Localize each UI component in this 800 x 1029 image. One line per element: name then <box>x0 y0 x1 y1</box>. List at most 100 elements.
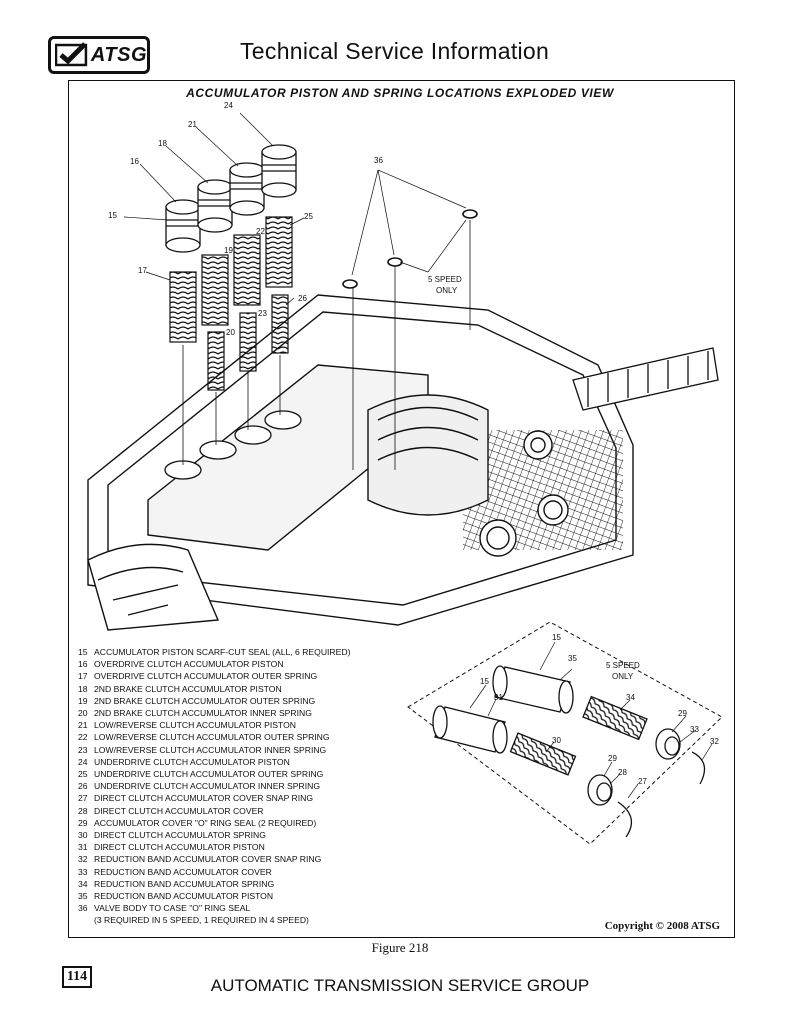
legend-item-number: 29 <box>78 817 88 828</box>
legend-item: 18 2ND BRAKE CLUTCH ACCUMULATOR PISTON <box>78 683 350 695</box>
spring-26 <box>271 294 289 354</box>
spring-23 <box>239 312 257 372</box>
piston-31 <box>432 705 508 754</box>
page-title: Technical Service Information <box>240 38 550 64</box>
legend-item-text: ACCUMULATOR COVER "O" RING SEAL (2 REQUI… <box>94 817 317 828</box>
accumulator-springs <box>169 216 293 391</box>
callout-21: 21 <box>188 120 197 129</box>
piston-21 <box>229 162 265 216</box>
callout-23: 23 <box>258 309 267 318</box>
leader-lines <box>123 112 467 306</box>
exploded-view-drawing: 24 21 18 16 15 25 22 19 17 26 23 20 36 5… <box>87 101 719 631</box>
output-shaft <box>572 347 719 411</box>
legend-item: 15 ACCUMULATOR PISTON SCARF-CUT SEAL (ALL… <box>78 646 350 658</box>
legend-item-text: (3 REQUIRED IN 5 SPEED, 1 REQUIRED IN 4 … <box>94 915 309 926</box>
legend-item: (3 REQUIRED IN 5 SPEED, 1 REQUIRED IN 4 … <box>78 914 350 926</box>
legend-item-number: 26 <box>78 781 88 792</box>
snap-ring-32 <box>691 751 706 785</box>
legend-item-text: LOW/REVERSE CLUTCH ACCUMULATOR PISTON <box>94 720 296 731</box>
piston-18 <box>197 179 233 233</box>
copyright-notice: Copyright © 2008 ATSG <box>604 920 720 932</box>
transmission-case <box>87 294 634 631</box>
legend-item-text: UNDERDRIVE CLUTCH ACCUMULATOR PISTON <box>94 756 290 767</box>
legend-item-number: 30 <box>78 830 88 841</box>
legend-item-number: 17 <box>78 671 88 682</box>
logo-text: ATSG <box>90 43 147 66</box>
legend-item-text: VALVE BODY TO CASE "O" RING SEAL <box>94 903 251 914</box>
legend-item-text: ACCUMULATOR PISTON SCARF-CUT SEAL (ALL, … <box>94 647 351 657</box>
direct-reduction-accumulator-inset: 15 35 15 31 5 SPEED ONLY 34 29 33 32 30 … <box>407 621 723 845</box>
legend-item: 22 LOW/REVERSE CLUTCH ACCUMULATOR OUTER S… <box>78 731 350 743</box>
legend-item-text: LOW/REVERSE CLUTCH ACCUMULATOR OUTER SPR… <box>94 732 330 743</box>
legend-item: 30 DIRECT CLUTCH ACCUMULATOR SPRING <box>78 829 350 841</box>
inset-callout-34: 34 <box>626 693 635 702</box>
spring-20 <box>207 331 225 391</box>
legend-item-text: LOW/REVERSE CLUTCH ACCUMULATOR INNER SPR… <box>94 744 327 755</box>
legend-item-text: 2ND BRAKE CLUTCH ACCUMULATOR OUTER SPRIN… <box>94 695 316 706</box>
legend-item-text: 2ND BRAKE CLUTCH ACCUMULATOR PISTON <box>94 683 282 694</box>
legend-item-number: 23 <box>78 744 88 755</box>
legend-item-number: 31 <box>78 842 88 853</box>
inset-callout-30: 30 <box>552 736 561 745</box>
snap-ring-27 <box>617 801 633 838</box>
inset-callout-29-lower: 29 <box>608 754 617 763</box>
legend-item-text: DIRECT CLUTCH ACCUMULATOR COVER <box>94 805 264 816</box>
legend-item-number: 24 <box>78 756 88 767</box>
callout-25: 25 <box>304 212 313 221</box>
legend-item-number: 34 <box>78 878 88 889</box>
inset-leader-lines <box>469 641 713 799</box>
legend-item-text: OVERDRIVE CLUTCH ACCUMULATOR OUTER SPRIN… <box>94 671 318 682</box>
legend-item-text: OVERDRIVE CLUTCH ACCUMULATOR PISTON <box>94 659 284 670</box>
inset-callouts: 15 35 15 31 5 SPEED ONLY 34 29 33 32 30 … <box>480 633 719 786</box>
legend-item-text: UNDERDRIVE CLUTCH ACCUMULATOR OUTER SPRI… <box>94 769 324 780</box>
callout-24: 24 <box>224 101 233 110</box>
inset-callout-27: 27 <box>638 777 647 786</box>
spring-22 <box>233 234 261 306</box>
legend-item-number: 36 <box>78 903 88 914</box>
legend-item-number: 22 <box>78 732 88 743</box>
spring-34 <box>582 695 648 741</box>
spring-30 <box>509 732 577 776</box>
center-lines <box>182 220 471 470</box>
legend-item-number: 18 <box>78 683 88 694</box>
accumulator-bores <box>164 410 302 480</box>
legend-item-number: 16 <box>78 659 88 670</box>
callout-5speed-line1: 5 SPEED <box>428 275 462 284</box>
legend-item: 28 DIRECT CLUTCH ACCUMULATOR COVER <box>78 805 350 817</box>
legend-item-number: 21 <box>78 720 88 731</box>
inset-callout-35: 35 <box>568 654 577 663</box>
legend-item: 24 UNDERDRIVE CLUTCH ACCUMULATOR PISTON <box>78 756 350 768</box>
figure-frame <box>68 80 735 938</box>
figure-caption: Figure 218 <box>371 940 429 955</box>
legend-item-number: 33 <box>78 866 88 877</box>
o-ring-seals-36 <box>342 209 478 289</box>
spring-17 <box>169 271 197 343</box>
legend-item-number: 15 <box>78 647 88 657</box>
legend-item-text: DIRECT CLUTCH ACCUMULATOR SPRING <box>94 830 266 841</box>
callout-labels: 24 21 18 16 15 25 22 19 17 26 23 20 36 5… <box>108 101 462 337</box>
inset-callout-28: 28 <box>618 768 627 777</box>
inset-callout-31: 31 <box>494 693 503 702</box>
callout-15: 15 <box>108 211 117 220</box>
inset-callout-5speed-line2: ONLY <box>612 672 634 681</box>
legend-item-text: REDUCTION BAND ACCUMULATOR COVER SNAP RI… <box>94 854 322 865</box>
inset-callout-33: 33 <box>690 725 699 734</box>
legend-item: 29 ACCUMULATOR COVER "O" RING SEAL (2 REQ… <box>78 817 350 829</box>
legend-item: 21 LOW/REVERSE CLUTCH ACCUMULATOR PISTON <box>78 719 350 731</box>
legend-item: 33 REDUCTION BAND ACCUMULATOR COVER <box>78 866 350 878</box>
legend-item-text: REDUCTION BAND ACCUMULATOR COVER <box>94 866 272 877</box>
inset-callout-15-left: 15 <box>480 677 489 686</box>
cover-33 <box>655 728 681 760</box>
callout-5speed-line2: ONLY <box>436 286 458 295</box>
inset-callout-32: 32 <box>710 737 719 746</box>
legend-item-number: 20 <box>78 708 88 719</box>
inset-callout-5speed-line1: 5 SPEED <box>606 661 640 670</box>
legend-item-number: 28 <box>78 805 88 816</box>
callout-16: 16 <box>130 157 139 166</box>
piston-16 <box>165 199 201 253</box>
